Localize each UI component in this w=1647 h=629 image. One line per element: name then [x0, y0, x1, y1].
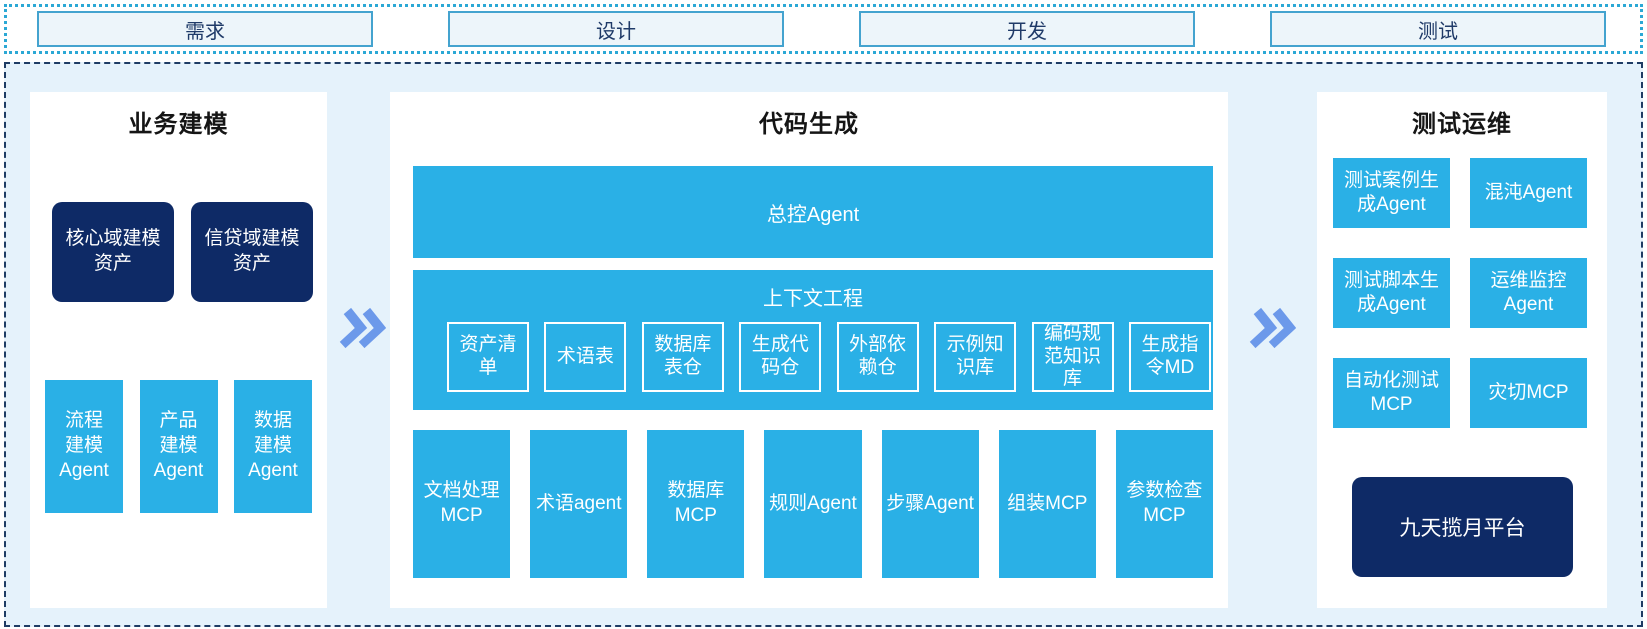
- context-item-generated-code-repo: 生成代码仓: [739, 322, 822, 392]
- context-engineering-box: 上下文工程 资产清单 术语表 数据库表仓 生成代码仓 外部依赖仓 示例知识库 编…: [413, 270, 1213, 410]
- testops-box-disaster-switch-mcp: 灾切MCP: [1470, 358, 1587, 428]
- context-engineering-title: 上下文工程: [763, 288, 863, 310]
- context-item-example-knowledge-base: 示例知识库: [934, 322, 1017, 392]
- asset-box-credit-domain: 信贷域建模资产: [191, 202, 313, 302]
- testops-box-auto-test-mcp: 自动化测试MCP: [1333, 358, 1450, 428]
- business-modeling-title: 业务建模: [128, 111, 229, 138]
- agent-box-product-modeling: 产品建模Agent: [139, 380, 218, 513]
- tool-box-terminology-agent: 术语agent: [530, 430, 628, 578]
- platform-box-jiutian-lanyue: 九天揽月平台: [1352, 477, 1573, 577]
- stage-box-design: 设计: [448, 11, 784, 47]
- testops-box-ops-monitor-agent: 运维监控Agent: [1470, 258, 1587, 328]
- agent-box-data-modeling: 数据建模Agent: [234, 380, 312, 513]
- tool-box-step-agent: 步骤Agent: [881, 430, 979, 578]
- tool-box-database-mcp: 数据库MCP: [647, 430, 745, 578]
- stage-box-development: 开发: [859, 11, 1195, 47]
- stage-box-testing: 测试: [1270, 11, 1606, 47]
- flow-double-chevron-icon: [339, 307, 387, 349]
- test-ops-title: 测试运维: [1412, 111, 1512, 138]
- business-agent-row: 流程建模Agent 产品建模Agent 数据建模Agent: [45, 380, 312, 513]
- agent-box-process-modeling: 流程建模Agent: [45, 380, 123, 513]
- context-item-generation-instruction-md: 生成指令MD: [1128, 322, 1211, 392]
- context-item-db-table-repo: 数据库表仓: [641, 322, 724, 392]
- flow-double-chevron-icon: [1249, 307, 1297, 349]
- context-engineering-items: 资产清单 术语表 数据库表仓 生成代码仓 外部依赖仓 示例知识库 编码规范知识库…: [447, 322, 1211, 392]
- master-agent-bar: 总控Agent: [413, 166, 1213, 258]
- panel-test-ops: 测试运维 测试案例生成Agent 混沌Agent 测试脚本生成Agent 运维监…: [1317, 92, 1607, 608]
- tool-box-rule-agent: 规则Agent: [764, 430, 862, 578]
- context-item-glossary: 术语表: [544, 322, 627, 392]
- panel-code-generation: 代码生成 总控Agent 上下文工程 资产清单 术语表 数据库表仓 生成代码仓 …: [390, 92, 1228, 608]
- business-asset-row: 核心域建模资产 信贷域建模资产: [52, 202, 313, 302]
- context-item-external-dependency-repo: 外部依赖仓: [836, 322, 919, 392]
- codegen-tools-row: 文档处理MCP 术语agent 数据库MCP 规则Agent 步骤Agent 组…: [413, 430, 1213, 578]
- testops-box-test-case-gen-agent: 测试案例生成Agent: [1333, 158, 1450, 228]
- testops-box-chaos-agent: 混沌Agent: [1470, 158, 1587, 228]
- context-item-asset-list: 资产清单: [447, 322, 529, 392]
- tool-box-param-check-mcp: 参数检查MCP: [1115, 430, 1213, 578]
- tool-box-assembly-mcp: 组装MCP: [998, 430, 1096, 578]
- stage-box-requirements: 需求: [37, 11, 373, 47]
- context-item-coding-standard-knowledge-base: 编码规范知识库: [1031, 322, 1114, 392]
- panel-business-modeling: 业务建模 核心域建模资产 信贷域建模资产 流程建模Agent 产品建模Agent…: [30, 92, 327, 608]
- tool-box-doc-processing-mcp: 文档处理MCP: [413, 430, 511, 578]
- code-generation-title: 代码生成: [759, 111, 859, 138]
- test-ops-grid: 测试案例生成Agent 混沌Agent 测试脚本生成Agent 运维监控Agen…: [1333, 158, 1588, 428]
- testops-box-test-script-gen-agent: 测试脚本生成Agent: [1333, 258, 1450, 328]
- stage-bar: 需求 设计 开发 测试: [4, 4, 1643, 54]
- asset-box-core-domain: 核心域建模资产: [52, 202, 174, 302]
